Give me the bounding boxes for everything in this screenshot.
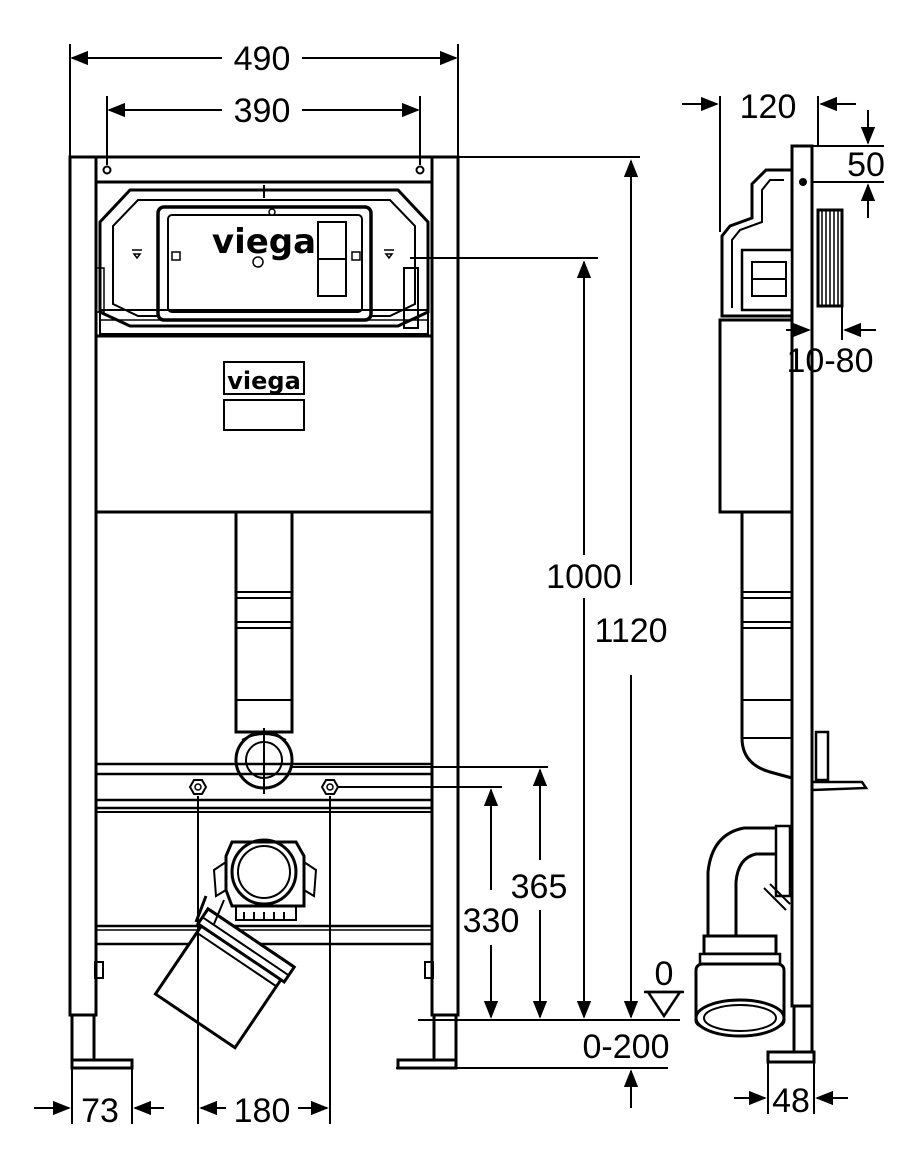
dim-bolt-height-lower: 330: [463, 902, 520, 940]
cistern-housing-inner: [112, 199, 416, 317]
foot-left-plate: [70, 1058, 134, 1070]
side-dimension-labels: 120 50 10-80 48: [740, 88, 885, 1120]
brand-logo-lower: viega: [227, 367, 301, 395]
left-upright: [68, 155, 98, 1017]
dim-bolt-height-upper: 365: [511, 868, 568, 906]
drain-connector: [212, 838, 318, 921]
dim-bolt-spacing: 180: [234, 1092, 291, 1130]
brand-logo-upper: viega: [212, 222, 316, 262]
label-plate: [223, 399, 305, 431]
side-drain-elbow: [694, 824, 792, 1038]
foot-left-leg: [70, 1013, 96, 1062]
dim-frame-depth: 48: [772, 1082, 810, 1120]
mounting-bolt-right: [320, 779, 340, 795]
crossbar-mid: [94, 798, 434, 810]
top-rail: [68, 155, 460, 184]
dim-tank-depth: 120: [740, 88, 797, 126]
flush-plate-inner: [167, 214, 363, 313]
side-foot-plate: [766, 1050, 816, 1064]
dim-total-height: 1120: [594, 612, 667, 650]
logo-badge: [223, 361, 305, 395]
side-cistern-body: [718, 318, 794, 514]
side-bolt-bracket: [814, 730, 830, 782]
crossbar-lower: [94, 924, 434, 946]
side-frame-upright: [790, 144, 814, 1008]
side-view: [694, 144, 869, 1064]
anchor-hole-right: [415, 165, 425, 175]
dim-floor-adjust: 0-200: [583, 1028, 670, 1066]
mounting-bolt-left: [188, 779, 208, 795]
dim-total-width: 490: [234, 40, 291, 78]
front-dimensions: [34, 44, 684, 1124]
dim-top-offset: 50: [847, 146, 885, 184]
dim-foot-width: 73: [81, 1092, 119, 1130]
anchor-hole-left: [102, 165, 112, 175]
drain-pipe: [153, 906, 297, 1050]
dim-anchor-spacing: 390: [234, 92, 291, 130]
cistern-housing-outer: [98, 188, 430, 328]
dim-floor-zero: 0: [655, 955, 674, 993]
right-upright: [430, 155, 460, 1017]
dim-height-to-flush: 1000: [546, 558, 622, 596]
side-dimensions: [682, 96, 884, 1114]
dim-wall-adjust: 10-80: [787, 342, 874, 380]
side-cistern-top: [720, 168, 792, 318]
foot-right-leg: [432, 1013, 458, 1062]
front-dimension-labels: 490 390 1000 1120 365 330 0 0-200 73 180: [81, 40, 673, 1130]
front-view: [68, 155, 460, 1070]
foot-right-plate: [396, 1058, 458, 1070]
crossbar-upper: [94, 762, 434, 776]
